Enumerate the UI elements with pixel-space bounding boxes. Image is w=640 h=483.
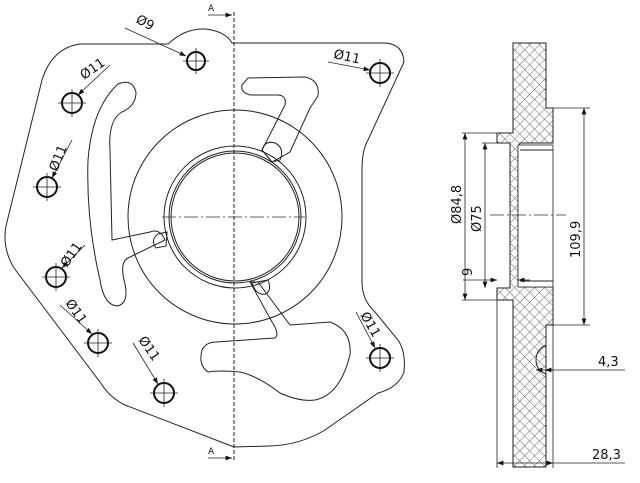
dim-thickness-label: 28,3 (592, 448, 621, 463)
hole-callout-label: Ø11 (58, 240, 86, 271)
mounting-hole: Ø11 (327, 47, 394, 87)
section-label-top: A (208, 4, 215, 14)
section-view: Ø84,8 Ø75 9 109,9 4,3 28,3 (450, 42, 625, 468)
callout-leader (124, 27, 187, 57)
dim-hub-height-label: 109,9 (569, 221, 584, 258)
left-spoke-tab (152, 231, 168, 249)
hole-callout-label: Ø11 (62, 297, 90, 328)
bottom-slot (200, 281, 351, 401)
dim-inner-bore-label: Ø75 (470, 205, 485, 232)
hole-callout-label: Ø9 (133, 12, 156, 34)
callout-leader (59, 304, 93, 335)
mounting-hole: Ø11 (33, 139, 73, 201)
bottom-spoke-tab (251, 279, 271, 295)
mounting-hole: Ø11 (42, 240, 86, 291)
dim-outer-bore-label: Ø84,8 (450, 185, 465, 224)
callout-leader (51, 139, 73, 179)
mounting-hole: Ø11 (59, 297, 112, 357)
hole-callout-label: Ø11 (332, 47, 361, 67)
hole-callout-label: Ø11 (357, 310, 383, 341)
hole-callout-label: Ø11 (135, 334, 163, 365)
mounting-hole: Ø11 (355, 310, 394, 372)
callout-leader (77, 64, 111, 96)
callout-leader (327, 61, 371, 72)
right-slot (241, 76, 319, 163)
mounting-hole: Ø11 (58, 56, 111, 117)
dim-recess-label: 4,3 (598, 355, 619, 370)
section-label-bottom: A (208, 447, 215, 457)
callout-leader (355, 311, 376, 349)
callout-leader (132, 342, 159, 385)
mounting-hole: Ø11 (132, 334, 178, 407)
left-slot (87, 81, 166, 307)
callout-leader (61, 244, 86, 269)
plate-outline (4, 28, 405, 448)
bore-opening (517, 144, 554, 288)
dim-step-label: 9 (461, 268, 476, 276)
hole-callout-label: Ø11 (47, 143, 71, 173)
hole-callout-label: Ø11 (78, 56, 109, 84)
front-view: A A (4, 4, 405, 462)
mounting-hole: Ø9 (124, 12, 209, 74)
hub-outer-circle (127, 109, 343, 325)
right-spoke-tab (261, 141, 283, 163)
